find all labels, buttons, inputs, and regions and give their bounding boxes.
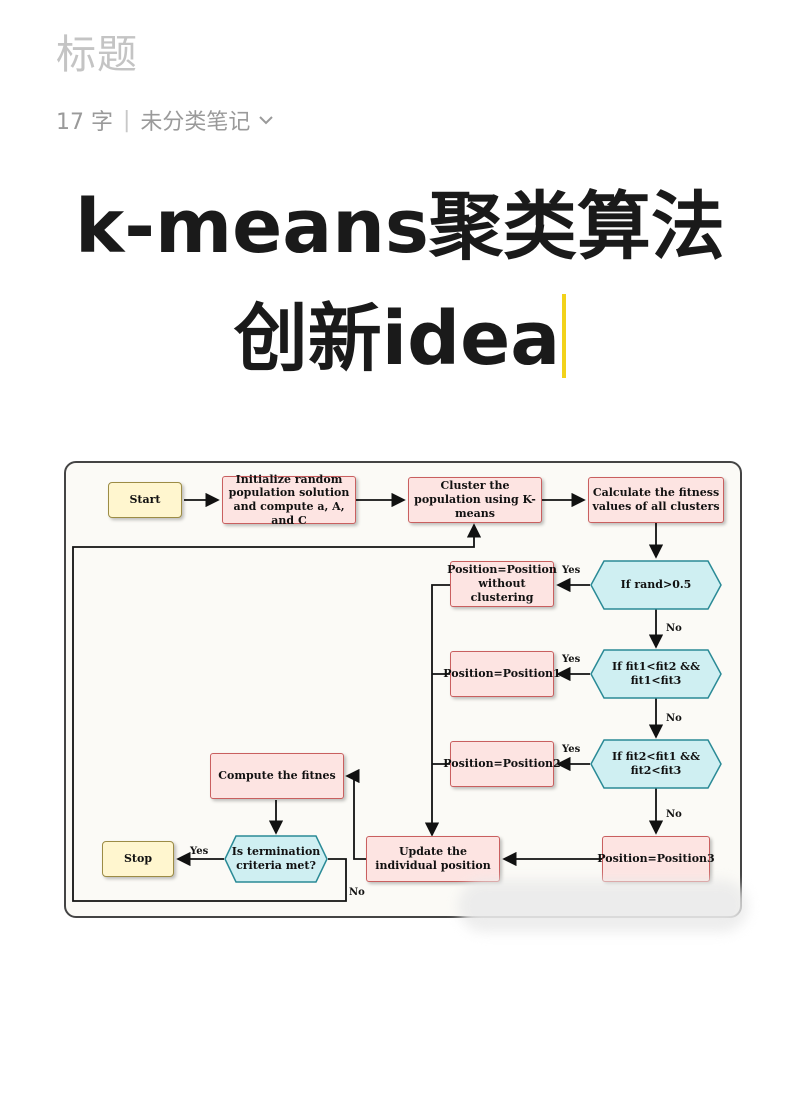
headline-line-2: 创新idea: [233, 296, 561, 382]
chevron-down-icon: [259, 116, 274, 125]
flowchart-image: Start Initialize random population solut…: [64, 461, 742, 918]
stop-node: Stop: [102, 841, 174, 877]
edge-no-2: No: [666, 713, 682, 724]
edge-yes-1: Yes: [562, 565, 581, 576]
headline-line-1: k-means聚类算法: [75, 184, 725, 270]
start-node: Start: [108, 482, 182, 518]
flowchart-connectors: [72, 492, 664, 902]
compute-node: Compute the fitnes: [210, 753, 344, 799]
rand-decision: If rand>0.5: [590, 560, 722, 610]
note-meta-row: 17 字 | 未分类笔记: [56, 104, 274, 136]
edge-yes-term: Yes: [190, 846, 209, 857]
pos-noclust-node: Position=Position without clustering: [447, 561, 557, 607]
init-node: Initialize random population solution an…: [222, 473, 356, 527]
pos2-node: Position=Position2: [443, 741, 561, 787]
cluster-node: Cluster the population using K-means: [408, 477, 542, 523]
category-label: 未分类笔记: [140, 110, 251, 135]
word-count: 17 字: [56, 110, 113, 135]
pos3-node: Position=Position3: [597, 836, 715, 882]
note-title-placeholder[interactable]: 标题: [56, 32, 138, 78]
edge-no-term: No: [349, 887, 365, 898]
category-selector[interactable]: 未分类笔记: [140, 104, 274, 136]
text-cursor: [562, 294, 567, 378]
edge-yes-2: Yes: [562, 654, 581, 665]
edge-yes-3: Yes: [562, 744, 581, 755]
termination-decision: Is termination criteria met?: [224, 835, 328, 883]
headline-line-2-wrap[interactable]: 创新idea: [0, 294, 800, 378]
update-node: Update the individual position: [366, 836, 500, 882]
pos1-node: Position=Position1: [443, 651, 561, 697]
blurred-overlay: [458, 880, 748, 932]
cond1-decision: If fit1<fit2 && fit1<fit3: [590, 649, 722, 699]
edge-no-3: No: [666, 809, 682, 820]
meta-separator: |: [123, 107, 131, 133]
fitness-node: Calculate the fitness values of all clus…: [588, 477, 724, 523]
edge-no-1: No: [666, 623, 682, 634]
cond2-decision: If fit2<fit1 && fit2<fit3: [590, 739, 722, 789]
